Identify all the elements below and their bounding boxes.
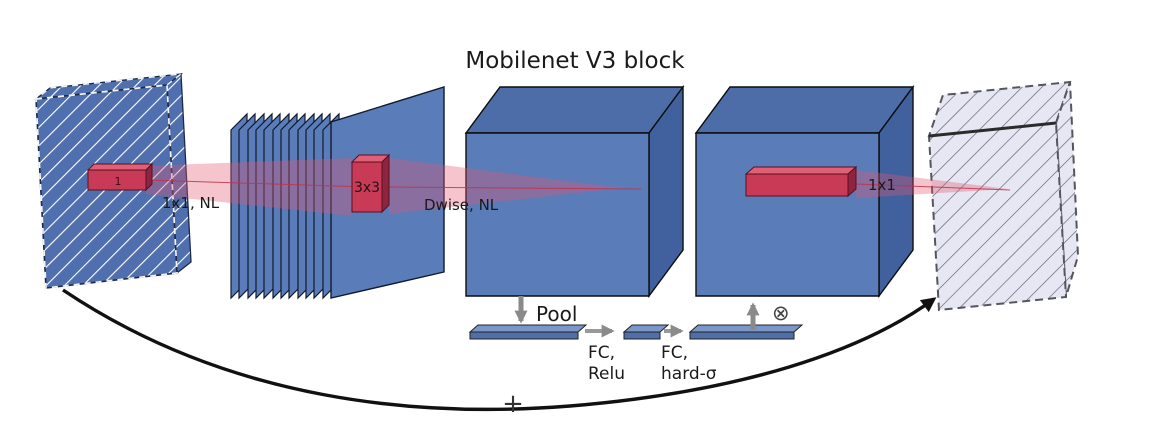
expand-kernel-box: 1 bbox=[86, 162, 154, 192]
fc2-label-line1: FC, bbox=[661, 343, 688, 363]
project-kernel-box bbox=[744, 165, 858, 198]
se-branch: ⊗ Pool FC, Relu FC, hard-σ bbox=[468, 296, 804, 384]
dwise-kernel-label: 3x3 bbox=[354, 180, 380, 196]
dwise-kernel-box: 3x3 bbox=[350, 153, 391, 214]
fc2-label-line2: hard-σ bbox=[661, 364, 717, 384]
fc1-label-line1: FC, bbox=[588, 343, 615, 363]
dwise-conv-label: Dwise, NL bbox=[424, 196, 499, 214]
se-bar-excited bbox=[688, 324, 804, 340]
expand-kernel-label: 1 bbox=[115, 175, 122, 188]
fc1-label-line2: Relu bbox=[588, 364, 625, 384]
se-bar-squeezed bbox=[622, 324, 670, 340]
dwise-feature-cube bbox=[464, 84, 685, 299]
multiply-symbol: ⊗ bbox=[772, 301, 790, 325]
se-bar-pooled bbox=[468, 324, 588, 340]
output-tensor bbox=[927, 80, 1080, 312]
project-conv-label: 1x1 bbox=[868, 176, 896, 194]
expand-conv-label: 1x1, NL bbox=[162, 194, 220, 212]
project-beam bbox=[856, 170, 1008, 198]
residual-skip-arrow bbox=[62, 288, 937, 412]
dwise-beam bbox=[389, 158, 622, 214]
pool-label: Pool bbox=[536, 302, 577, 326]
page-title: Mobilenet V3 block bbox=[465, 48, 685, 74]
conv-beams bbox=[145, 158, 1011, 216]
residual-add-symbol: + bbox=[502, 389, 524, 419]
expand-beam bbox=[146, 158, 352, 216]
